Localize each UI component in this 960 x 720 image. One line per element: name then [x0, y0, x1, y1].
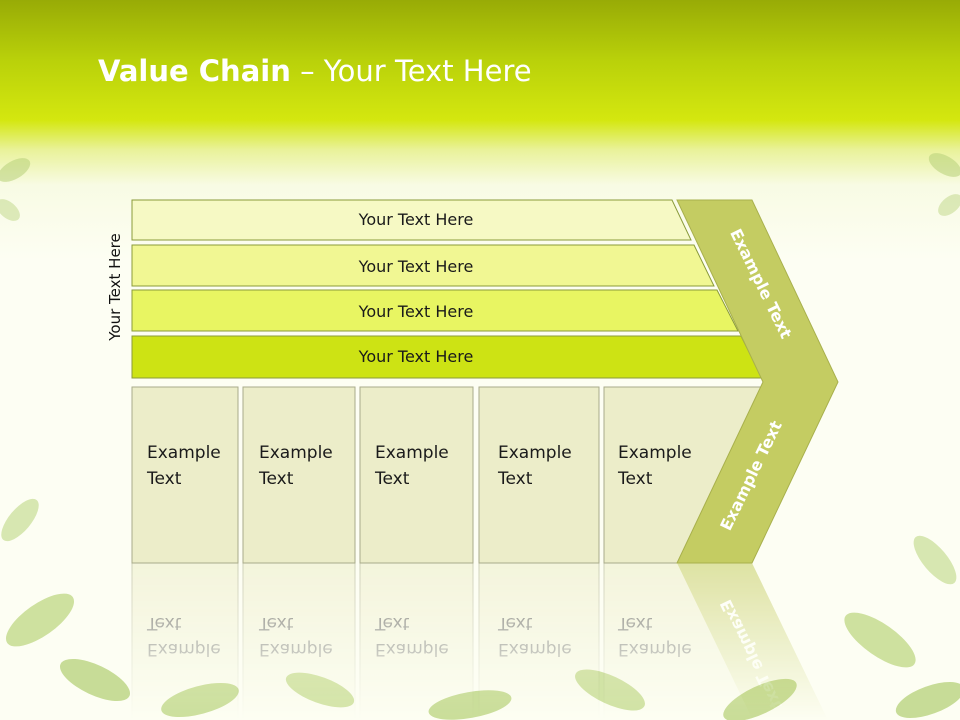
reflection-text: Text — [374, 613, 410, 633]
cell-4-line2: Text — [497, 469, 533, 489]
cell-3-line1: Example — [375, 443, 449, 463]
cells-group: Example Text Example Text Example Text E… — [131, 386, 764, 564]
cell-3-line2: Text — [374, 469, 410, 489]
bar-1-label: Your Text Here — [358, 210, 474, 229]
leaf-icon — [0, 199, 20, 221]
reflection-text: Text — [497, 613, 533, 633]
reflection-text: Text — [146, 613, 182, 633]
chevron-shape — [676, 199, 839, 564]
cell-4 — [478, 386, 600, 564]
reflection-text: Example — [147, 639, 221, 659]
leaf-icon — [844, 612, 916, 668]
leaf-icon — [5, 593, 75, 647]
bar-3-label: Your Text Here — [358, 302, 474, 321]
bar-4-label: Your Text Here — [358, 347, 474, 366]
cell-2-line1: Example — [259, 443, 333, 463]
chevron-arrow: Example Text Example Text — [676, 199, 839, 564]
bar-2 — [131, 244, 715, 287]
reflection-text: Text — [258, 613, 294, 633]
leaf-icon — [895, 681, 960, 719]
cell-1-line2: Text — [146, 469, 182, 489]
leaf-icon — [913, 535, 957, 585]
bar-3 — [131, 289, 739, 332]
reflection-text: Example — [259, 639, 333, 659]
cell-5-line1: Example — [618, 443, 692, 463]
bar-2-label: Your Text Here — [358, 257, 474, 276]
reflection-text: Example — [375, 639, 449, 659]
slide-title: Value Chain – Your Text Here — [98, 54, 532, 88]
leaf-icon — [938, 194, 960, 216]
cell-3 — [359, 386, 474, 564]
cell-1-line1: Example — [147, 443, 221, 463]
bars-group: Your Text Here Your Text Here Your Text … — [131, 199, 763, 379]
title-rest: – Your Text Here — [290, 54, 532, 88]
leaf-icon — [0, 158, 31, 182]
diagram-reflection: Example Text Example Text Example Text E… — [131, 562, 828, 720]
reflection-text: Text — [617, 613, 653, 633]
bar-1 — [131, 199, 692, 241]
cell-2-line2: Text — [258, 469, 294, 489]
reflection-text: Example — [618, 639, 692, 659]
cell-4-line1: Example — [498, 443, 572, 463]
cell-5-line2: Text — [617, 469, 653, 489]
leaf-icon — [59, 658, 131, 702]
leaf-icon — [928, 153, 960, 177]
leaf-icon — [1, 498, 39, 542]
cell-1 — [131, 386, 239, 564]
cell-2 — [242, 386, 356, 564]
title-bold: Value Chain — [98, 54, 291, 88]
reflection-text: Example — [498, 639, 572, 659]
